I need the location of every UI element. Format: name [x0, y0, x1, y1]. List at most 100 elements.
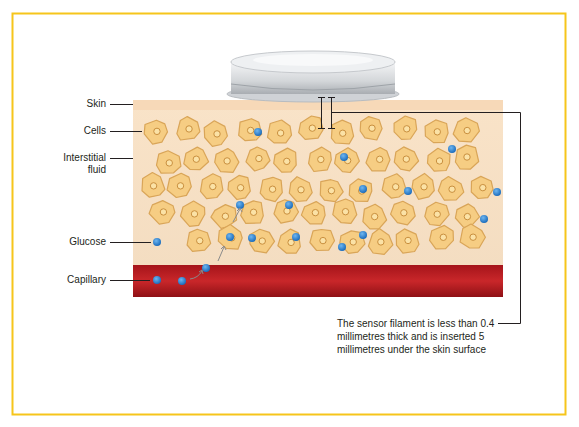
cell	[157, 151, 181, 173]
cell	[301, 202, 325, 224]
nucleus	[376, 156, 382, 162]
part-label: Interstitial fluid	[50, 152, 106, 176]
nucleus	[312, 209, 318, 215]
nucleus	[150, 183, 156, 189]
part-label: Capillary	[26, 274, 106, 286]
cell	[455, 204, 479, 228]
cell	[396, 229, 419, 253]
nucleus	[405, 237, 411, 243]
nucleus	[392, 184, 398, 190]
nucleus	[404, 126, 410, 132]
cell	[239, 119, 262, 141]
part-label: Cells	[26, 125, 106, 137]
frame	[13, 14, 566, 415]
cell	[349, 179, 372, 202]
glucose-molecule	[404, 187, 412, 195]
nucleus	[464, 154, 470, 160]
flow-arrows	[190, 208, 242, 279]
nucleus	[464, 213, 470, 219]
glucose-dots	[153, 128, 501, 285]
capillary-vessel	[133, 265, 503, 297]
cell	[368, 229, 393, 255]
cell	[471, 176, 493, 198]
nucleus	[191, 211, 197, 217]
nucleus	[369, 125, 375, 131]
nucleus	[464, 127, 470, 133]
nucleus	[421, 184, 427, 190]
nucleus	[193, 156, 199, 162]
nucleus	[214, 131, 220, 137]
cell	[428, 148, 451, 171]
glucose-molecule	[153, 238, 161, 246]
nucleus	[401, 210, 407, 216]
nucleus	[449, 186, 455, 192]
nucleus	[436, 158, 442, 164]
cell	[268, 120, 292, 143]
cell	[289, 177, 312, 202]
cell	[187, 229, 211, 251]
cell	[453, 118, 479, 142]
nucleus	[350, 239, 356, 245]
nucleus	[177, 183, 183, 189]
nucleus	[371, 213, 377, 219]
nucleus	[224, 158, 230, 164]
nucleus	[256, 155, 262, 161]
glucose-molecule	[480, 215, 488, 223]
glucose-molecule	[226, 233, 234, 241]
cell	[394, 147, 418, 171]
cell	[455, 145, 478, 169]
cell	[184, 147, 209, 170]
nucleus	[298, 187, 304, 193]
cell	[241, 201, 264, 224]
cell	[363, 204, 387, 229]
glucose-molecule	[254, 128, 262, 136]
nucleus	[284, 158, 290, 164]
cell	[218, 224, 242, 249]
cell	[331, 120, 353, 144]
glucose-molecule	[359, 185, 367, 193]
nucleus	[403, 156, 409, 162]
nucleus	[470, 234, 476, 240]
nucleus	[440, 234, 446, 240]
part-label: Skin	[26, 98, 106, 110]
tissue	[133, 100, 503, 297]
cell	[425, 120, 448, 143]
nucleus	[197, 238, 203, 244]
nucleus	[328, 187, 334, 193]
leader-lines	[110, 105, 151, 281]
glucose-molecule	[202, 264, 210, 272]
glucose-molecule	[153, 276, 161, 284]
cell	[177, 117, 200, 140]
nucleus	[250, 209, 256, 215]
cell	[310, 230, 335, 251]
glucose-molecule	[338, 243, 346, 251]
nucleus	[320, 237, 326, 243]
cell	[382, 174, 406, 198]
nucleus	[340, 130, 346, 136]
cell	[149, 201, 175, 225]
glucose-molecule	[493, 188, 501, 196]
nucleus	[210, 183, 216, 189]
nucleus	[277, 130, 283, 136]
cell	[204, 121, 227, 147]
callout-note: The sensor filament is less than 0.4 mil…	[337, 317, 515, 356]
nucleus	[434, 211, 440, 217]
nucleus	[309, 125, 315, 131]
glucose-molecule	[292, 233, 300, 241]
cell	[142, 173, 165, 198]
nucleus	[318, 156, 324, 162]
cell	[167, 173, 191, 197]
cell	[228, 175, 250, 199]
cell	[425, 202, 449, 226]
cell	[278, 229, 300, 253]
glucose-molecule	[285, 201, 293, 209]
glucose-molecule	[248, 234, 256, 242]
nucleus	[186, 126, 192, 132]
glucose-molecule	[448, 145, 456, 153]
cell	[366, 148, 390, 171]
cell	[320, 180, 343, 202]
cell	[215, 149, 239, 173]
nucleus	[259, 238, 265, 244]
cell	[260, 177, 282, 201]
